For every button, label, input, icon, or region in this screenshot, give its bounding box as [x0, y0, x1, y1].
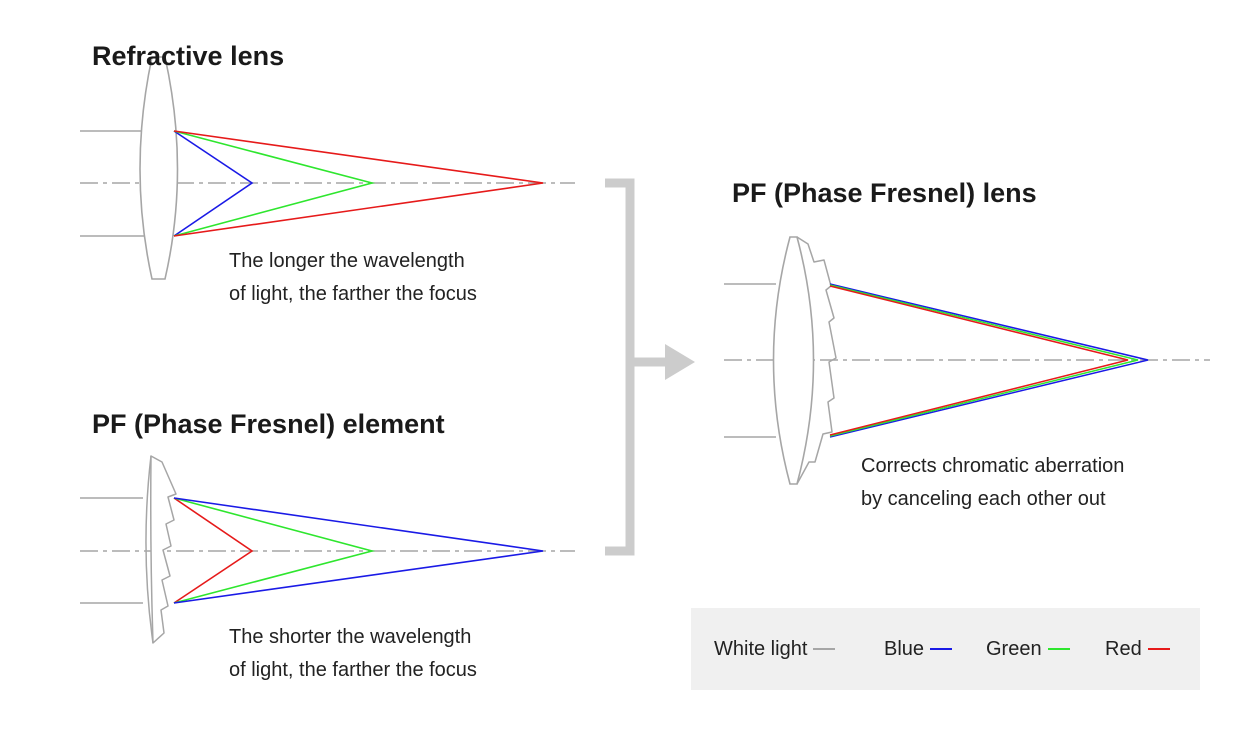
pf-element-diagram	[80, 455, 575, 644]
pf-lens-caption-line-1: Corrects chromatic aberration	[861, 455, 1125, 477]
pf-element-title: PF (Phase Fresnel) element	[92, 409, 445, 439]
pf-element-shape	[150, 455, 177, 644]
legend-label-red: Red	[1105, 637, 1142, 660]
refractive-lens-title: Refractive lens	[92, 41, 285, 71]
pf-lens-diffractive-surface	[796, 236, 837, 485]
pf-element-inner-curve	[145, 455, 154, 644]
legend-swatch-red	[1147, 648, 1170, 650]
pf-element-green-ray	[173, 497, 376, 604]
refractive-lens-shape	[139, 56, 179, 280]
pf-element-caption-line-1: The shorter the wavelength	[229, 626, 472, 648]
legend-swatch-green	[1047, 648, 1070, 650]
refractive-blue-ray	[173, 130, 254, 237]
refractive-green-ray	[173, 130, 376, 237]
legend-item-red: Red	[1105, 608, 1170, 690]
pf-element-caption-line-2: of light, the farther the focus	[229, 659, 477, 681]
refractive-lens-diagram	[80, 56, 575, 280]
pf-lens-green-ray	[829, 284, 1139, 437]
refractive-caption-line-2: of light, the farther the focus	[229, 283, 477, 305]
pf-lens-caption: Corrects chromatic aberration by canceli…	[861, 450, 1124, 516]
legend-label-green: Green	[986, 637, 1042, 660]
pf-element-caption: The shorter the wavelength of light, the…	[229, 621, 477, 687]
legend-label-white-light: White light	[714, 637, 808, 660]
pf-lens-red-ray	[829, 285, 1129, 436]
legend-item-white-light: White light	[714, 608, 836, 690]
combine-bracket	[605, 178, 695, 556]
legend-label-blue: Blue	[884, 637, 925, 660]
pf-element-red-ray	[173, 497, 254, 604]
pf-element-blue-ray	[173, 497, 544, 604]
pf-lens-diagram	[724, 236, 1210, 485]
pf-lens-caption-line-2: by canceling each other out	[861, 488, 1106, 510]
pf-lens-title: PF (Phase Fresnel) lens	[732, 178, 1037, 208]
refractive-lens-caption: The longer the wavelength of light, the …	[229, 245, 477, 311]
arrow-head-icon	[665, 344, 695, 380]
legend-swatch-blue	[930, 648, 953, 650]
legend-item-green: Green	[986, 608, 1070, 690]
legend-item-blue: Blue	[884, 608, 953, 690]
pf-lens-blue-ray	[829, 283, 1149, 438]
legend-swatch-white-light	[813, 648, 836, 650]
pf-lens-refractive-body	[772, 236, 815, 485]
legend: White light Blue Green Red	[691, 608, 1200, 690]
bracket-shape	[605, 178, 635, 556]
refractive-caption-line-1: The longer the wavelength	[229, 250, 465, 272]
refractive-red-ray	[173, 130, 544, 237]
